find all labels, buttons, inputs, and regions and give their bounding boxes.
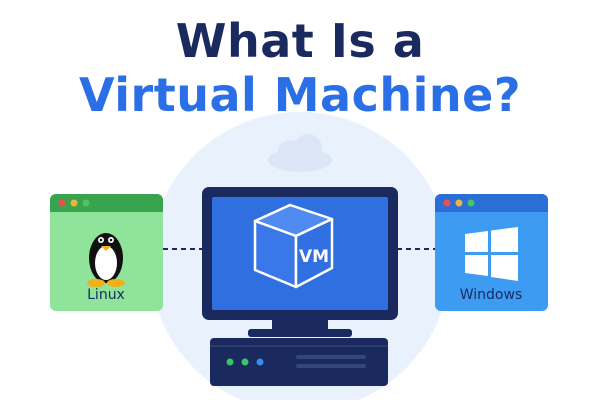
cloud-icon (268, 134, 332, 172)
windows-logo-icon (465, 227, 518, 281)
vm-cube-label: VM (299, 247, 329, 267)
tux-penguin-icon (87, 233, 125, 287)
status-led-2 (241, 358, 249, 366)
vm-cube-icon (253, 203, 334, 289)
status-led-1 (226, 358, 234, 366)
monitor: VM (202, 187, 398, 337)
server-box-icon (210, 338, 388, 386)
windows-label: Windows (459, 287, 523, 303)
status-led-3 (256, 358, 264, 366)
windows-window (435, 194, 548, 311)
linux-window (50, 194, 163, 311)
linux-label: Linux (87, 287, 125, 303)
title-line-1: What Is a (175, 14, 425, 68)
